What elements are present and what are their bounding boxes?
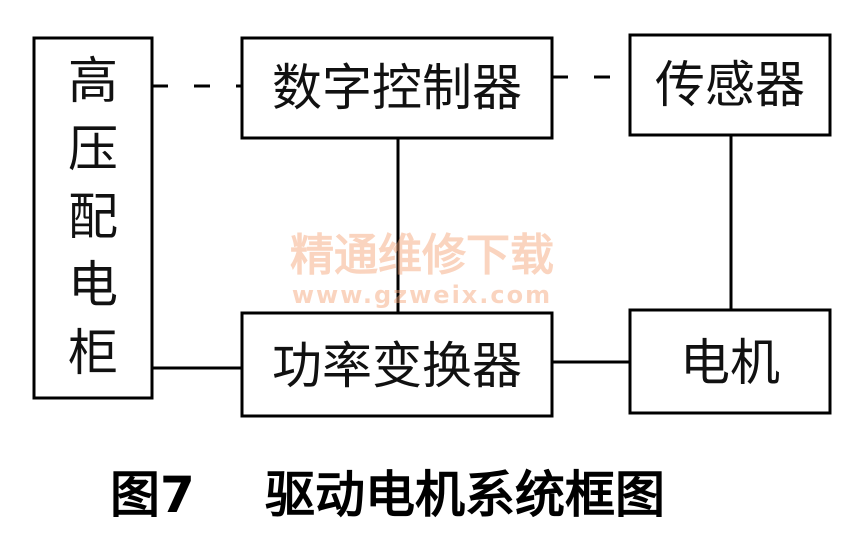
motor-label: 电机: [680, 334, 780, 392]
cabinet-label-char: 高: [68, 52, 118, 110]
cabinet-label-char: 电: [68, 256, 118, 314]
power-converter-label: 功率变换器: [272, 337, 522, 395]
cabinet-label-char: 配: [68, 188, 118, 246]
connections: [152, 75, 733, 370]
watermark-title: 精通维修下载: [290, 230, 554, 281]
cabinet-label-char: 柜: [68, 324, 118, 382]
watermark: 精通维修下载 www.gzweix.com: [290, 230, 554, 309]
high-voltage-cabinet-block: 高 压 配 电 柜: [32, 36, 154, 400]
caption-title: 驱动电机系统框图: [265, 466, 665, 524]
motor-block: 电机: [628, 308, 832, 415]
figure-caption: 图7 驱动电机系统框图: [110, 466, 665, 524]
digital-controller-label: 数字控制器: [272, 59, 522, 117]
power-converter-block: 功率变换器: [240, 311, 554, 418]
sensor-block: 传感器: [628, 33, 832, 137]
watermark-url: www.gzweix.com: [292, 281, 552, 309]
digital-controller-block: 数字控制器: [240, 36, 554, 140]
cabinet-label-char: 压: [68, 120, 118, 178]
sensor-label: 传感器: [655, 56, 805, 114]
figure-number: 图7: [110, 466, 195, 524]
